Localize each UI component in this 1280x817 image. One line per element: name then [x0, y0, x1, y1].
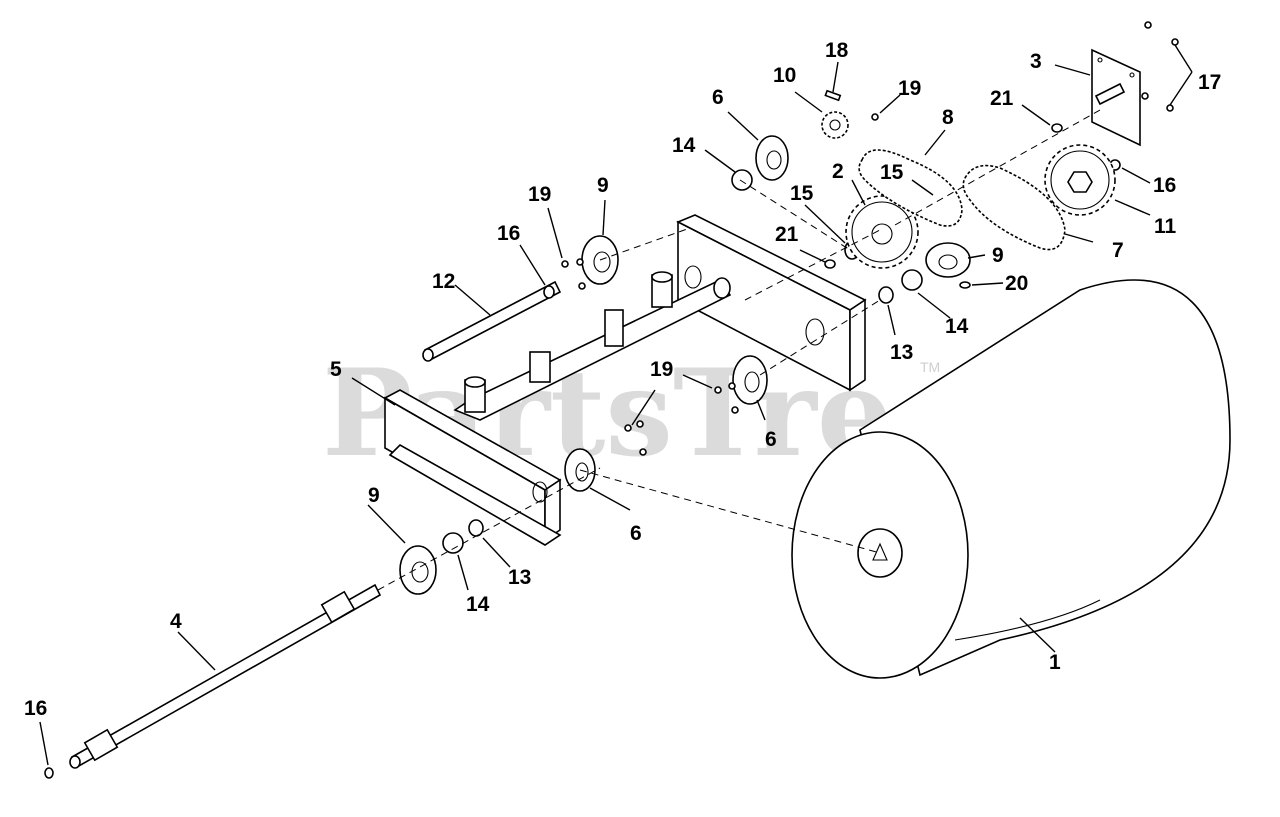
- pin-18: [824, 89, 842, 102]
- roller-drum: [791, 279, 1231, 679]
- callout-16-shaft: 16: [497, 222, 520, 245]
- ring-16-shaft: [543, 285, 555, 299]
- callout-11: 11: [1154, 215, 1177, 238]
- callout-9-lower: 9: [368, 484, 380, 507]
- washer-21-right: [1051, 123, 1063, 133]
- leader-lines: [39, 44, 1193, 766]
- bearing-14-right: [901, 269, 923, 291]
- callout-15-chain: 15: [880, 161, 904, 184]
- main-frame-rail: [383, 389, 562, 546]
- callout-14-top: 14: [672, 134, 696, 157]
- callout-6-top: 6: [712, 86, 724, 109]
- callout-13-right: 13: [890, 341, 913, 364]
- callout-20: 20: [1005, 272, 1028, 295]
- callout-14-right: 14: [945, 315, 969, 338]
- callout-6-middle: 6: [765, 428, 777, 451]
- spacer-13-right: [878, 286, 894, 304]
- callout-5: 5: [330, 358, 342, 381]
- callout-8: 8: [942, 106, 954, 129]
- chain-7: [962, 164, 1066, 251]
- bearing-14-lower: [442, 532, 464, 554]
- callout-19-left: 19: [528, 183, 551, 206]
- rear-side-plate: [676, 214, 867, 392]
- spacer-13-lower: [468, 519, 484, 537]
- callout-15-left: 15: [790, 182, 814, 205]
- callout-9-upper: 9: [597, 174, 609, 197]
- watermark-trademark: TM: [920, 359, 940, 375]
- ring-16-end: [44, 767, 54, 779]
- callout-7: 7: [1112, 239, 1124, 262]
- shaft-12: [422, 280, 562, 362]
- pin-20: [959, 281, 971, 289]
- callout-4: 4: [170, 610, 182, 633]
- washer-21-left: [824, 259, 836, 269]
- assembly-center-lines: [377, 109, 1101, 591]
- cross-tube: [453, 271, 732, 421]
- callout-18: 18: [825, 39, 849, 62]
- shaft-4: [69, 583, 382, 769]
- callout-19-center: 19: [650, 358, 673, 381]
- callout-3: 3: [1030, 50, 1042, 73]
- flange-bearing-9-right: [925, 242, 971, 278]
- callout-14-lower: 14: [466, 593, 490, 616]
- sprocket-2: [845, 195, 919, 269]
- bolts-17: [1141, 21, 1179, 112]
- flange-bearing-6-middle: [732, 355, 768, 405]
- callout-1: 1: [1049, 651, 1061, 674]
- sprocket-10: [821, 89, 849, 139]
- nuts-19: [561, 113, 879, 456]
- bearing-14-top: [731, 169, 753, 191]
- callout-19-top: 19: [898, 77, 921, 100]
- callout-12: 12: [432, 270, 455, 293]
- callout-21-left: 21: [775, 223, 799, 246]
- sprocket-11: [1044, 144, 1116, 216]
- callout-16-end: 16: [24, 697, 47, 720]
- callout-2: 2: [832, 160, 844, 183]
- callout-9-right: 9: [992, 244, 1004, 267]
- mounting-plate-3: [1091, 48, 1141, 147]
- callout-10: 10: [773, 64, 796, 87]
- callout-21-right: 21: [990, 87, 1014, 110]
- callout-17: 17: [1198, 71, 1221, 94]
- flange-bearing-6-top: [755, 135, 789, 181]
- callout-16-sprocket: 16: [1153, 174, 1176, 197]
- callout-13-lower: 13: [508, 566, 531, 589]
- flange-bearing-9-lower: [399, 545, 437, 595]
- chain-8: [858, 149, 963, 227]
- callout-6-lower: 6: [630, 522, 642, 545]
- callout-labels: 1 2 3 4 5 6 6 6 7 8 9 9 9 10 11 12 13 13…: [24, 39, 1221, 720]
